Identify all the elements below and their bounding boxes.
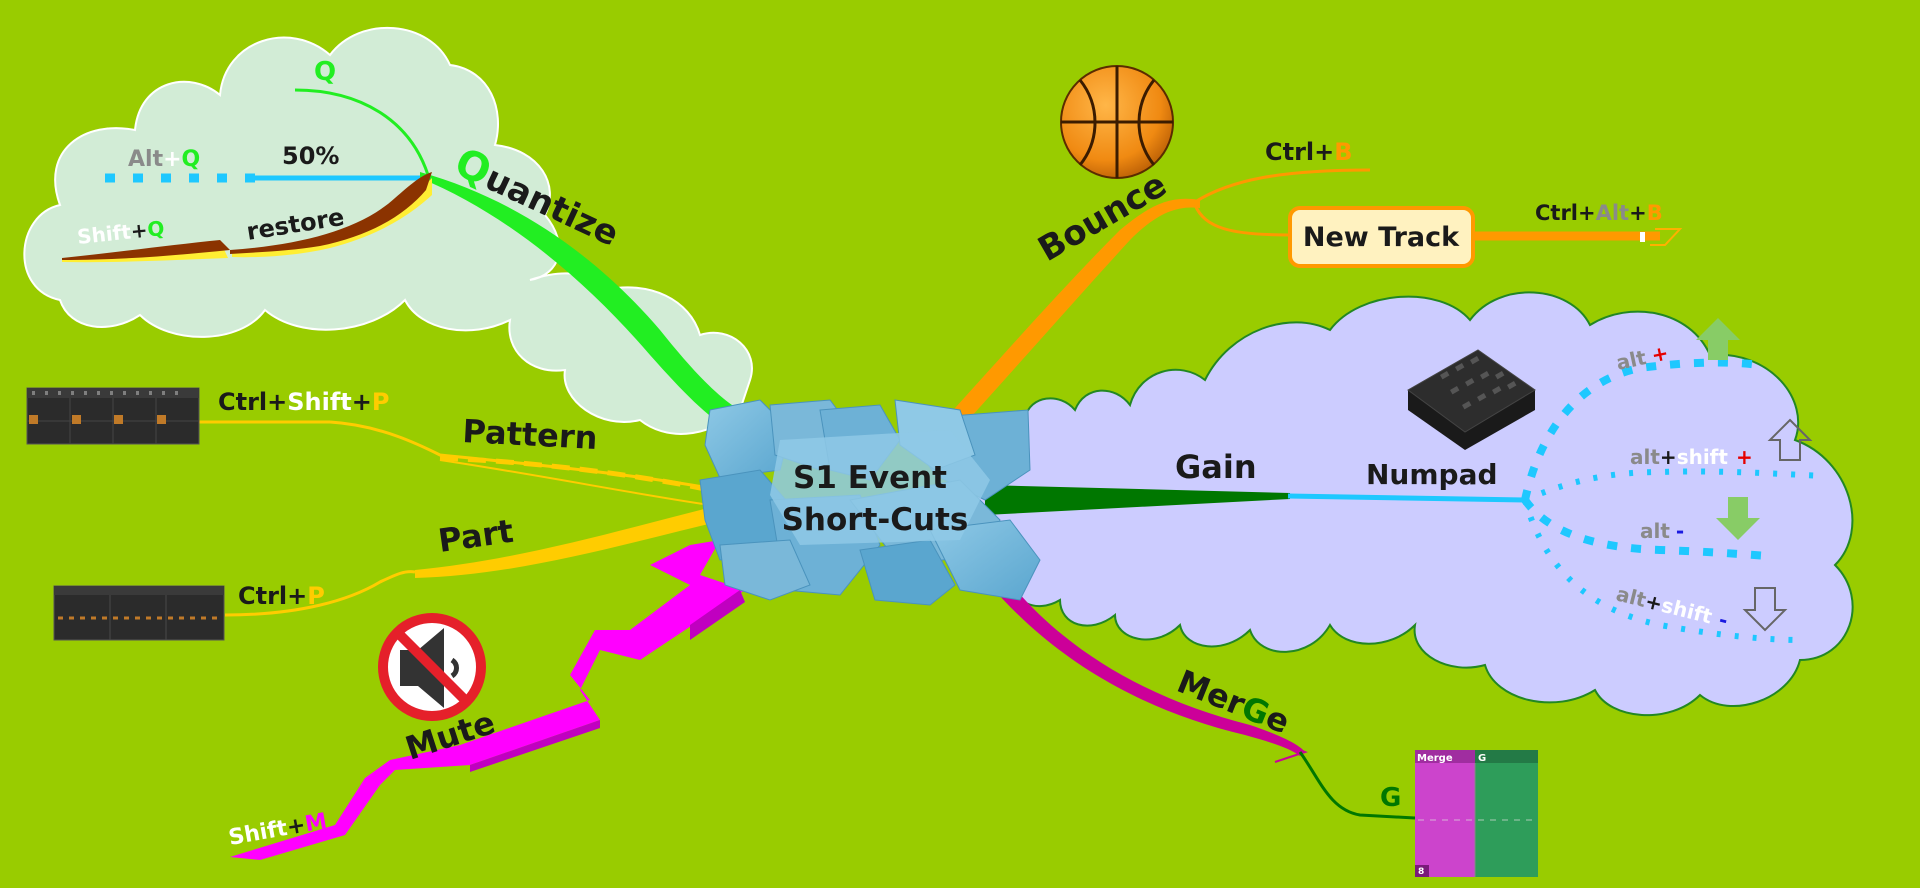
merge-branch bbox=[990, 570, 1305, 756]
new-track-box bbox=[1288, 206, 1475, 268]
part-label: Part bbox=[436, 512, 516, 560]
new-track-cursor-mark bbox=[1640, 232, 1645, 242]
alt-plus-curve bbox=[1521, 358, 1766, 501]
merge-arrowhead bbox=[1274, 739, 1308, 763]
merge-clip-foot: 8 bbox=[1418, 867, 1424, 877]
part-thumbnail bbox=[53, 585, 225, 641]
merge-clip2-label: G bbox=[1478, 753, 1486, 764]
merge-clip-thumbnail: Merge G 8 bbox=[1415, 750, 1538, 877]
merge-clip-label: Merge bbox=[1417, 753, 1453, 764]
central-node: S1 Event Short-Cuts bbox=[699, 399, 1041, 606]
pattern-shortcut: Ctrl+Shift+P bbox=[218, 388, 389, 416]
pattern-branch-dashes bbox=[439, 455, 721, 495]
center-line2: Short-Cuts bbox=[782, 502, 969, 538]
numpad-keyboard-icon bbox=[1407, 349, 1536, 450]
numpad-line bbox=[1287, 493, 1526, 503]
gain-label: Gain bbox=[1175, 448, 1257, 486]
merge-label: MerGe bbox=[1172, 662, 1295, 741]
basketball-icon bbox=[1060, 65, 1174, 179]
restore-arrow bbox=[230, 172, 432, 254]
quantize-branch bbox=[420, 172, 760, 435]
new-track-arrowhead bbox=[1650, 228, 1683, 246]
numpad-label: Numpad bbox=[1366, 458, 1498, 491]
bounce-branch bbox=[935, 198, 1200, 440]
alt-shift-minus-curve bbox=[1522, 499, 1801, 643]
pattern-thumbnail bbox=[26, 387, 200, 445]
percent-label: 50% bbox=[282, 142, 339, 170]
gain-branch bbox=[985, 485, 1290, 515]
merge-link-line bbox=[1298, 751, 1416, 820]
mute-branch-shadow bbox=[470, 590, 745, 772]
shift-q-shortcut: Shift+Q bbox=[76, 216, 166, 249]
bounce-shortcut: Ctrl+B bbox=[1265, 138, 1353, 166]
shift-q-arrow bbox=[62, 240, 230, 260]
bounce-upper-line bbox=[1194, 168, 1371, 204]
new-track-label: New Track bbox=[1303, 222, 1460, 253]
alt-q-shortcut: Alt+Q bbox=[128, 147, 200, 172]
part-shortcut: Ctrl+P bbox=[238, 582, 325, 610]
pattern-branch-lower bbox=[439, 459, 711, 506]
gain-cloud bbox=[962, 291, 1854, 716]
merge-shortcut: G bbox=[1380, 783, 1401, 813]
bounce-lower-line bbox=[1193, 204, 1291, 237]
arrow-down-filled-icon bbox=[1716, 497, 1760, 540]
alt-minus-shortcut: alt- bbox=[1640, 519, 1684, 543]
mute-branch bbox=[230, 540, 745, 860]
center-line1: S1 Event bbox=[793, 460, 947, 496]
part-branch bbox=[415, 505, 725, 578]
part-thin-line bbox=[224, 570, 416, 617]
mute-icon bbox=[378, 613, 486, 721]
top-q-key: Q bbox=[314, 57, 336, 87]
arrow-up-filled-icon bbox=[1696, 318, 1740, 360]
new-track-shortcut: Ctrl+Alt+B bbox=[1535, 201, 1663, 225]
alt-shift-plus-shortcut: alt+shift+ bbox=[1630, 445, 1753, 469]
arrow-up-outline-icon bbox=[1767, 418, 1813, 461]
pattern-label: Pattern bbox=[462, 412, 599, 457]
alt-shift-plus-curve bbox=[1523, 468, 1826, 503]
arrow-down-outline-icon bbox=[1742, 587, 1788, 632]
alt-minus-curve bbox=[1521, 497, 1771, 560]
quantize-top-line bbox=[294, 88, 430, 176]
